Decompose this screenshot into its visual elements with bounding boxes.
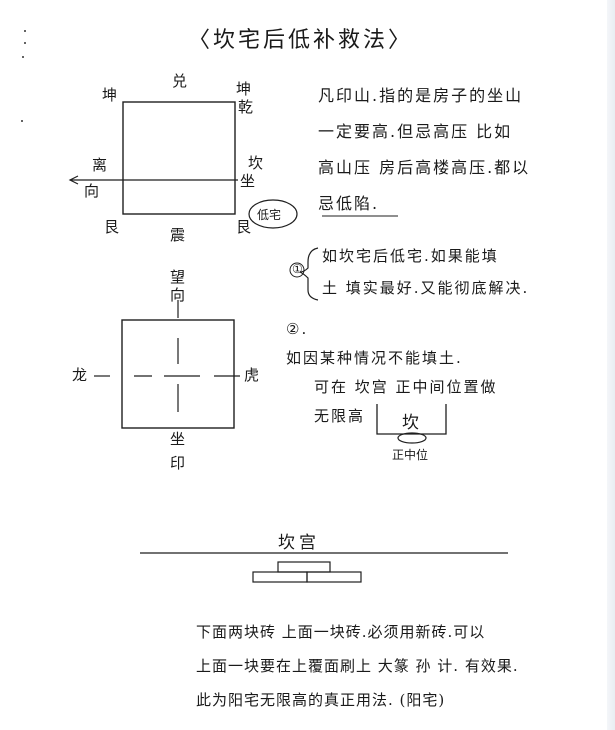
label-bottom-lower: 印 bbox=[170, 454, 186, 472]
label-dragon: 龙 bbox=[72, 366, 88, 384]
page-edge bbox=[607, 0, 615, 730]
note-line: 高山压 房后高楼高压.都以 bbox=[318, 158, 531, 177]
note-number-2: ②. bbox=[286, 320, 309, 338]
label-left-mid-upper: 离 bbox=[92, 156, 108, 174]
page-title: 〈坎宅后低补救法〉 bbox=[188, 28, 414, 53]
label-top-right-upper: 坤 bbox=[236, 80, 252, 98]
note-line: 一定要高.但忌高压 比如 bbox=[318, 122, 513, 141]
label-bottom-upper: 坐 bbox=[170, 430, 186, 448]
note-line: 凡印山.指的是房子的坐山 bbox=[318, 86, 524, 105]
label-bottom-left: 艮 bbox=[104, 218, 120, 236]
label-right-mid-upper: 坎 bbox=[248, 154, 264, 172]
note-yin-mountain: 凡印山.指的是房子的坐山 一定要高.但忌高压 比如 高山压 房后高楼高压.都以 … bbox=[318, 78, 530, 222]
label-kan: 坎 bbox=[402, 413, 419, 433]
note-number-1: ① bbox=[292, 262, 303, 276]
note-line: 无限高 bbox=[314, 407, 366, 425]
label-center-position: 正中位 bbox=[392, 448, 429, 462]
note-line: 下面两块砖 上面一块砖.必须用新砖.可以 bbox=[196, 623, 486, 641]
label-circled-low-house: 低宅 bbox=[257, 208, 282, 222]
label-top-lower: 向 bbox=[170, 286, 186, 304]
label-top-left: 坤 bbox=[102, 86, 118, 104]
label-bottom-center: 震 bbox=[170, 226, 186, 244]
note-line: 可在 坎宫 正中间位置做 bbox=[314, 378, 498, 396]
note-line: 土 填实最好.又能彻底解决. bbox=[322, 279, 530, 297]
note-alternative: ②. 如因某种情况不能填土. 可在 坎宫 正中间位置做 无限高 bbox=[286, 315, 498, 431]
label-left-mid-lower: 向 bbox=[84, 182, 100, 200]
note-line: 上面一块要在上覆面刷上 大篆 孙 计. 有效果. bbox=[196, 657, 519, 675]
label-tiger: 虎 bbox=[244, 366, 260, 384]
label-top-right-lower: 乾 bbox=[238, 98, 254, 116]
label-bottom-right: 艮 bbox=[236, 218, 252, 236]
note-bricks: 下面两块砖 上面一块砖.必须用新砖.可以 上面一块要在上覆面刷上 大篆 孙 计.… bbox=[196, 615, 519, 717]
label-top-center: 兑 bbox=[172, 72, 188, 90]
label-right-mid-lower: 坐 bbox=[240, 172, 256, 190]
note-line: 此为阳宅无限高的真正用法. (阳宅) bbox=[196, 691, 446, 709]
note-fill-earth: 如坎宅后低宅.如果能填 土 填实最好.又能彻底解决. bbox=[322, 240, 529, 304]
note-line: 忌低陷. bbox=[318, 194, 380, 213]
note-line: ②. 如因某种情况不能填土. bbox=[286, 315, 498, 373]
note-line: 如坎宅后低宅.如果能填 bbox=[322, 247, 499, 265]
label-kan-palace: 坎宫 bbox=[278, 533, 320, 553]
label-top-upper: 望 bbox=[170, 268, 186, 286]
